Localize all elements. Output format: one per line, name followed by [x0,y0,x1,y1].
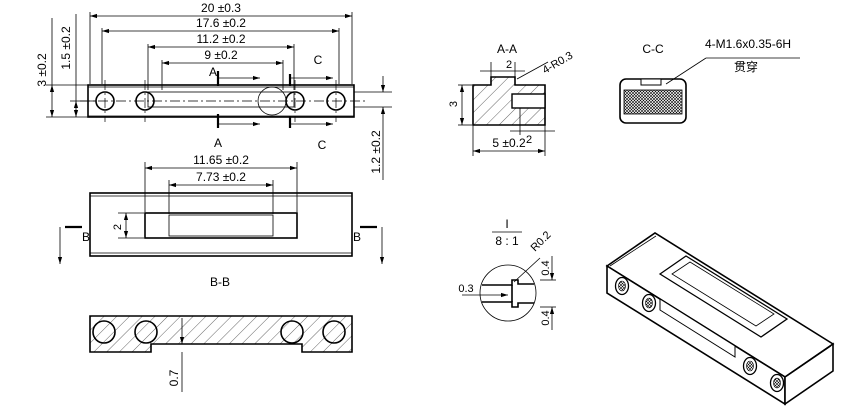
section-c-label-top: C [314,53,323,67]
detail-i: I 8 : 1 R0.2 0.3 0.4 0.4 [458,217,556,330]
dim-detail-radius: R0.2 [529,229,554,254]
detail-label: I [505,217,508,231]
section-bb-title: B-B [210,275,230,289]
section-bb-body [89,315,353,353]
thread-note: 贯穿 [734,59,758,74]
detail-circle [479,264,537,322]
dim-outer-hole-spacing: 17.6 ±0.2 [196,16,246,30]
iso-end-face [784,342,834,406]
section-cc-title: C-C [642,42,664,56]
side-window-inner [168,214,274,237]
iso-front-slot [659,298,736,358]
section-aa-groove [511,93,546,109]
section-bb: B-B 0.7 [89,275,353,392]
section-a-label-top: A [209,65,217,79]
section-aa-title: A-A [497,42,517,56]
dim-aa-height: 3 [448,101,460,107]
dim-detail-height-bottom: 0.4 [540,310,552,325]
side-window-outer [144,212,298,239]
side-body-outline [89,192,353,257]
dim-window-height: 2 [112,224,124,230]
dim-aa-slot-width: 2 [506,59,512,71]
section-bb-hole-3 [280,320,304,344]
thread-spec: 4-M1.6x0.35-6H [705,37,791,51]
top-slot [147,91,295,108]
section-aa: A-A 2 4-R0.3 3 2 5 ±0.2 [448,42,575,156]
section-bb-hole-4 [322,320,346,344]
dim-slot-offset: 1.2 ±0.2 [369,130,383,174]
section-c-label-bottom: C [318,138,327,152]
dim-bottom-gap: 0.7 [167,369,181,386]
detail-scale: 8 : 1 [495,234,519,248]
top-view: 20 ±0.3 17.6 ±0.2 11.2 ±0.2 9 ±0.2 3 ±0.… [35,1,392,180]
isometric-view [605,232,835,406]
section-b-label-left: B [82,230,90,244]
section-cc-thread [623,89,683,115]
section-a-label-bottom: A [214,136,222,150]
section-cc: C-C 4-M1.6x0.35-6H 贯穿 [619,37,800,124]
dim-height: 3 ±0.2 [35,53,49,87]
dim-overall-length: 20 ±0.3 [201,1,241,15]
section-bb-hole-2 [134,320,158,344]
dim-detail-depth: 0.3 [458,283,473,295]
iso-top-window [658,255,789,338]
side-view: 11.65 ±0.2 7.73 ±0.2 2 B B [57,153,385,264]
dim-aa-width: 5 ±0.2 [492,136,526,150]
dim-aa-groove-width: 2 [526,134,532,146]
section-aa-body [472,76,546,126]
dim-detail-height-top: 0.4 [540,260,552,275]
dim-aa-radius: 4-R0.3 [541,50,576,77]
dim-hole-offset: 1.5 ±0.2 [59,26,73,70]
dim-window-outer: 11.65 ±0.2 [193,153,249,167]
dim-slot-length: 11.2 ±0.2 [196,32,245,46]
dim-window-inner: 7.73 ±0.2 [196,170,246,184]
section-bb-hole-1 [92,320,116,344]
dim-inner-hole-spacing: 9 ±0.2 [204,48,238,62]
section-b-label-right: B [353,230,361,244]
